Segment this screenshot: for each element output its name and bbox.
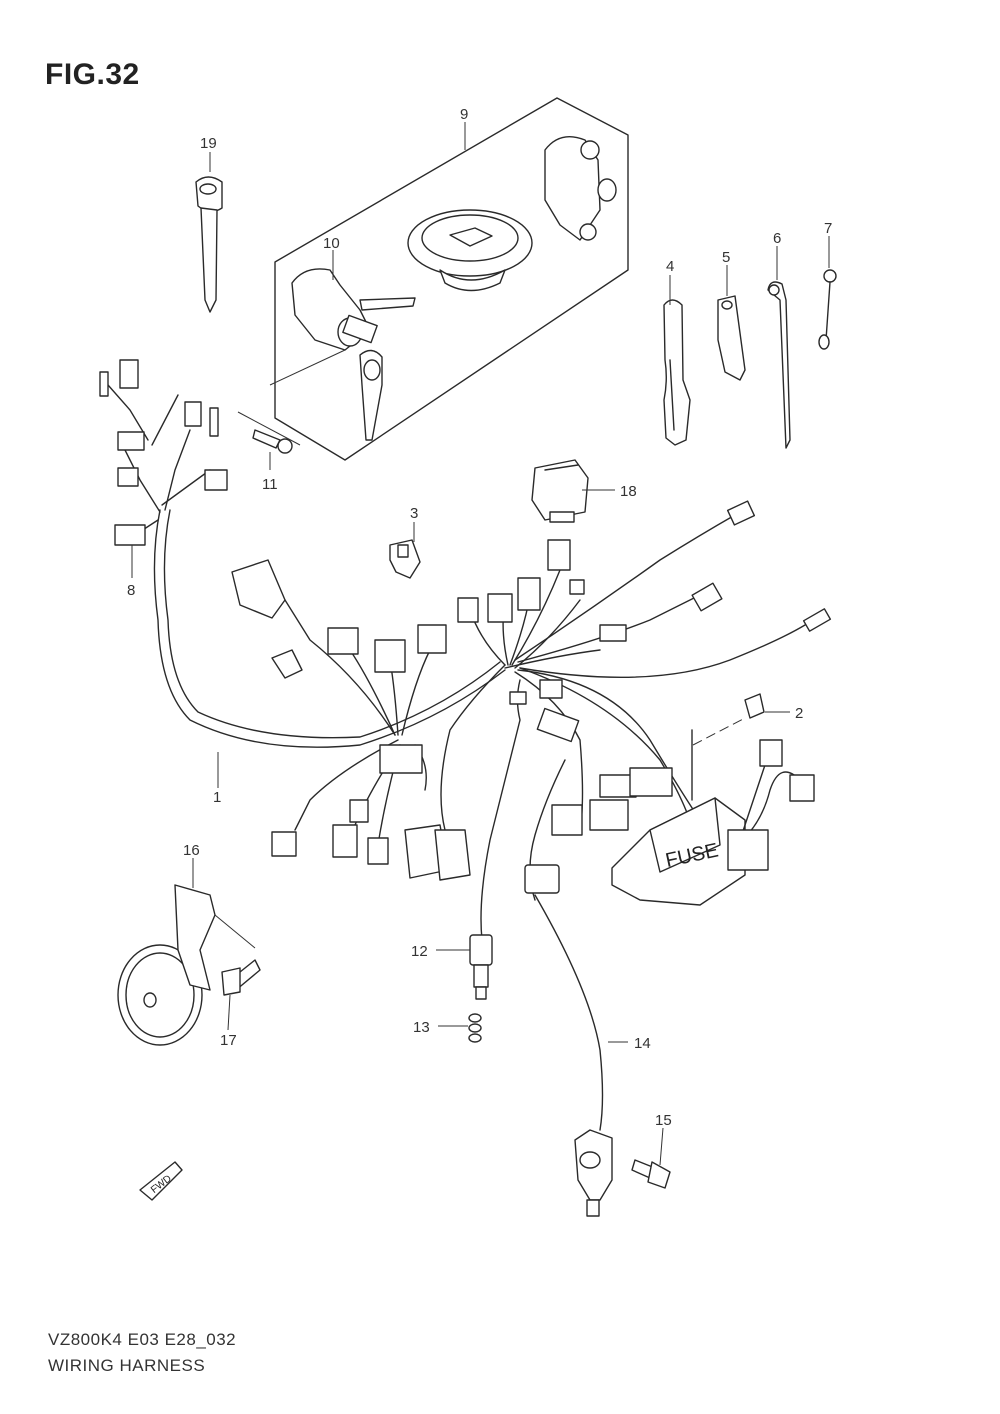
sensor-12 <box>469 934 493 1000</box>
callout-14: 14 <box>634 1035 651 1052</box>
callout-2: 2 <box>795 705 803 722</box>
callout-3: 3 <box>410 505 418 522</box>
callout-18: 18 <box>620 483 637 500</box>
callout-10: 10 <box>323 235 340 252</box>
callout-5: 5 <box>722 249 730 266</box>
bolt-15 <box>631 1159 671 1189</box>
o-ring-13 <box>468 1013 482 1043</box>
fuel-cap <box>407 209 533 292</box>
callout-6: 6 <box>773 230 781 247</box>
relay <box>531 459 589 523</box>
callout-7: 7 <box>824 220 832 237</box>
bolt-11 <box>237 411 301 454</box>
diagram-title: WIRING HARNESS <box>48 1356 206 1375</box>
figure-title: FIG.32 <box>45 58 140 91</box>
callout-9: 9 <box>460 106 468 123</box>
callout-16: 16 <box>183 842 200 859</box>
callout-19: 19 <box>200 135 217 152</box>
clamp-4 <box>663 299 691 446</box>
leader-lines <box>131 122 830 1166</box>
lock-set-outline <box>274 97 629 461</box>
drawing-code: VZ800K4 E03 E28_032 <box>48 1330 237 1349</box>
callout-4: 4 <box>666 258 674 275</box>
callout-11: 11 <box>262 476 278 493</box>
forward-arrow: FWD <box>139 1161 183 1201</box>
callout-numbers: 1 2 3 4 5 6 7 8 9 10 11 12 13 14 15 16 1… <box>127 106 832 1129</box>
key <box>195 176 223 313</box>
clamp-5 <box>717 295 746 381</box>
fuse-box: FUSE <box>611 693 815 906</box>
sensor-14 <box>524 864 613 1217</box>
main-wiring-harness <box>107 384 806 941</box>
callout-13: 13 <box>413 1019 430 1036</box>
bolt-17 <box>214 914 261 996</box>
callout-1: 1 <box>213 789 221 806</box>
clamp-7 <box>818 269 837 350</box>
callout-17: 17 <box>220 1032 237 1049</box>
clamp-6 <box>767 281 791 449</box>
connector-3 <box>389 539 421 579</box>
ignition-switch <box>291 268 416 441</box>
horn <box>117 884 216 1046</box>
callout-12: 12 <box>411 943 428 960</box>
seat-lock <box>544 136 617 241</box>
lock-set-group <box>269 97 629 461</box>
harness-connectors <box>99 359 832 881</box>
callout-8: 8 <box>127 582 135 599</box>
callout-15: 15 <box>655 1112 672 1129</box>
